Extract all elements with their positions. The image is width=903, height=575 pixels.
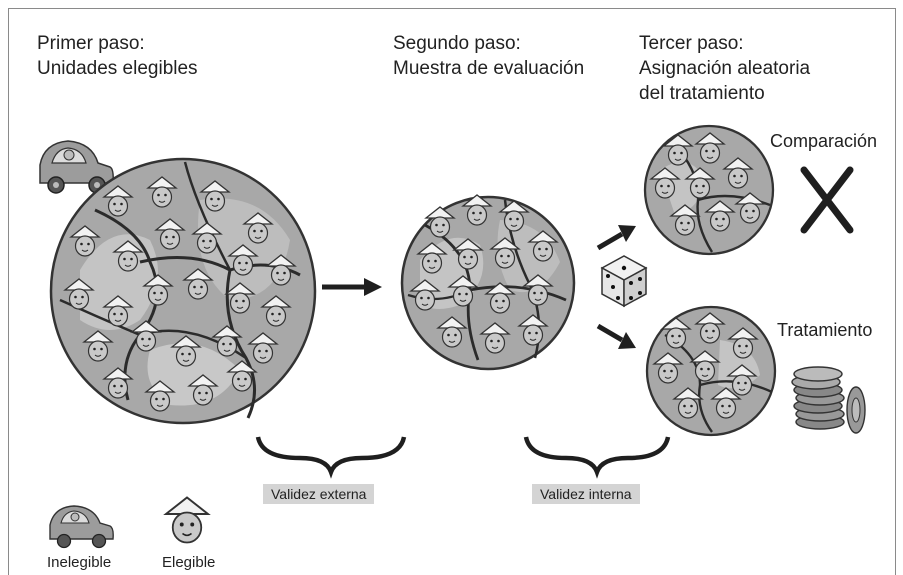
arrow-icon <box>322 278 382 296</box>
arrow-icon <box>598 225 636 248</box>
treatment-globe-icon <box>647 307 775 435</box>
brace-icon <box>526 437 668 472</box>
legend-eligible-label: Elegible <box>162 554 215 571</box>
evaluation-sample-globe-icon <box>402 195 574 369</box>
comparison-globe-icon <box>645 126 773 254</box>
internal-validity-label: Validez interna <box>532 484 640 504</box>
coins-icon <box>792 367 865 433</box>
brace-icon <box>258 437 404 472</box>
dice-icon <box>602 256 646 306</box>
legend-ineligible-label: Inelegible <box>47 554 111 571</box>
eligible-units-globe-icon <box>51 159 315 423</box>
car-icon <box>50 506 113 548</box>
arrow-icon <box>598 326 636 349</box>
farmer-icon <box>166 498 208 543</box>
treatment-label: Tratamiento <box>777 320 872 341</box>
comparison-label: Comparación <box>770 131 877 152</box>
external-validity-label: Validez externa <box>263 484 374 504</box>
cross-icon <box>804 170 850 230</box>
